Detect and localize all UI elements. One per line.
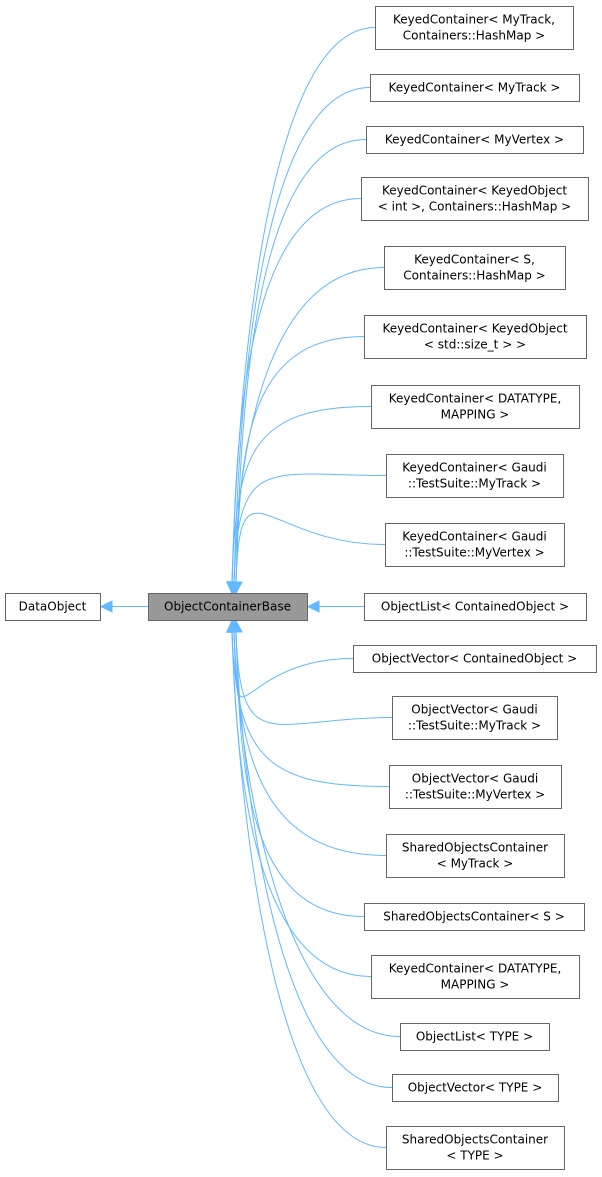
node-derived-5[interactable]: KeyedContainer< KeyedObject< std::size_t… (364, 315, 587, 359)
node-derived-0-box (375, 6, 574, 50)
node-derived-7[interactable]: KeyedContainer< Gaudi::TestSuite::MyTrac… (386, 454, 564, 498)
node-derived-11-label-line: ObjectVector< Gaudi (411, 703, 537, 717)
edge-derived-15-to-focus (231, 630, 372, 977)
edge-derived-5-to-focus (235, 336, 365, 584)
node-derived-12-label-line: ObjectVector< Gaudi (412, 772, 538, 786)
edge-derived-3-to-focus (231, 198, 362, 584)
edge-derived-14-to-focus (235, 630, 365, 917)
node-derived-4-box (384, 246, 566, 290)
node-derived-14[interactable]: SharedObjectsContainer< S > (364, 903, 585, 931)
node-derived-14-box (364, 903, 585, 931)
arrow-head-derived-18 (226, 619, 239, 633)
node-derived-3-box (361, 177, 589, 221)
node-derived-8-box (385, 523, 565, 567)
node-derived-13-label-line: SharedObjectsContainer (402, 841, 548, 855)
node-derived-6[interactable]: KeyedContainer< DATATYPE, MAPPING > (371, 385, 580, 429)
node-derived-9-label-line: ObjectList< ContainedObject > (381, 600, 569, 614)
node-derived-2[interactable]: KeyedContainer< MyVertex > (366, 126, 584, 154)
node-derived-16-label-line: ObjectList< TYPE > (416, 1030, 533, 1044)
node-derived-3-label-line: KeyedContainer< KeyedObject (382, 184, 567, 198)
edge-derived-10-to-focus (233, 630, 354, 698)
node-derived-8-label-line: KeyedContainer< Gaudi (402, 530, 546, 544)
node-derived-3-label-line: < int >, Containers::HashMap > (378, 200, 571, 214)
node-derived-4-label-line: Containers::HashMap > (403, 269, 545, 283)
node-derived-8[interactable]: KeyedContainer< Gaudi::TestSuite::MyVert… (385, 523, 565, 567)
node-derived-1[interactable]: KeyedContainer< MyTrack > (370, 74, 580, 102)
node-derived-17-label-line: ObjectVector< TYPE > (408, 1081, 543, 1095)
node-derived-11[interactable]: ObjectVector< Gaudi::TestSuite::MyTrack … (392, 696, 558, 740)
arrow-head-derived-8 (230, 581, 243, 595)
node-derived-1-label-line: KeyedContainer< MyTrack > (389, 81, 561, 95)
node-derived-6-label-line: KeyedContainer< DATATYPE, (389, 392, 562, 406)
node-derived-0[interactable]: KeyedContainer< MyTrack,Containers::Hash… (375, 6, 574, 50)
edge-derived-18-to-focus (231, 630, 387, 1148)
node-derived-11-box (392, 696, 558, 740)
edge-derived-7-to-focus (233, 473, 387, 584)
edge-derived-6-to-focus (231, 406, 372, 584)
node-derived-12-label-line: ::TestSuite::MyVertex > (405, 788, 545, 802)
node-derived-12-box (389, 765, 562, 809)
arrow-head-base (99, 600, 113, 613)
node-derived-13-label-line: < MyTrack > (437, 857, 514, 871)
node-derived-5-label-line: KeyedContainer< KeyedObject (382, 322, 567, 336)
node-derived-18[interactable]: SharedObjectsContainer < TYPE > (386, 1126, 565, 1170)
node-derived-10[interactable]: ObjectVector< ContainedObject > (353, 645, 597, 673)
node-dataobject-box (5, 593, 101, 621)
node-derived-7-label-line: ::TestSuite::MyTrack > (408, 477, 541, 491)
node-objectcontainerbase[interactable]: ObjectContainerBase (148, 593, 308, 621)
node-derived-15[interactable]: KeyedContainer< DATATYPE, MAPPING > (371, 955, 580, 999)
node-derived-10-box (353, 645, 597, 673)
edge-derived-16-to-focus (233, 630, 401, 1037)
node-derived-2-label-line: KeyedContainer< MyVertex > (385, 133, 564, 147)
node-derived-0-label-line: Containers::HashMap > (403, 29, 545, 43)
edge-derived-2-to-focus (235, 139, 367, 584)
edge-derived-17-to-focus (235, 630, 393, 1088)
edge-derived-12-to-focus (231, 630, 390, 787)
node-derived-9[interactable]: ObjectList< ContainedObject > (364, 593, 587, 621)
node-derived-7-box (386, 454, 564, 498)
node-derived-18-box (386, 1126, 565, 1170)
node-derived-15-label-line: MAPPING > (441, 978, 510, 992)
node-derived-17-box (392, 1074, 559, 1102)
node-derived-12[interactable]: ObjectVector< Gaudi::TestSuite::MyVertex… (389, 765, 562, 809)
node-dataobject[interactable]: DataObject (5, 593, 101, 621)
edge-derived-8-to-focus (235, 512, 386, 584)
node-derived-1-box (370, 74, 580, 102)
node-derived-6-label-line: MAPPING > (441, 408, 510, 422)
node-derived-14-label-line: SharedObjectsContainer< S > (383, 910, 565, 924)
node-derived-2-box (366, 126, 584, 154)
arrow-head-derived-9 (306, 600, 320, 613)
node-derived-8-label-line: ::TestSuite::MyVertex > (404, 546, 544, 560)
node-derived-5-box (364, 315, 587, 359)
node-derived-9-box (364, 593, 587, 621)
node-derived-13-box (386, 834, 565, 878)
node-derived-5-label-line: < std::size_t > > (424, 338, 526, 352)
node-derived-11-label-line: ::TestSuite::MyTrack > (408, 719, 541, 733)
node-derived-17[interactable]: ObjectVector< TYPE > (392, 1074, 559, 1102)
node-derived-4[interactable]: KeyedContainer< S,Containers::HashMap > (384, 246, 566, 290)
node-derived-13[interactable]: SharedObjectsContainer < MyTrack > (386, 834, 565, 878)
node-derived-18-label-line: SharedObjectsContainer (402, 1133, 548, 1147)
node-objectcontainerbase-label-line: ObjectContainerBase (164, 600, 291, 614)
node-derived-3[interactable]: KeyedContainer< KeyedObject < int >, Cont… (361, 177, 589, 221)
node-derived-6-box (371, 385, 580, 429)
node-dataobject-label-line: DataObject (19, 600, 87, 614)
edge-derived-11-to-focus (235, 630, 393, 725)
node-derived-16-box (400, 1023, 550, 1051)
node-derived-15-box (371, 955, 580, 999)
edge-derived-4-to-focus (233, 267, 385, 584)
node-derived-16[interactable]: ObjectList< TYPE > (400, 1023, 550, 1051)
node-derived-7-label-line: KeyedContainer< Gaudi (402, 461, 546, 475)
node-derived-4-label-line: KeyedContainer< S, (414, 253, 535, 267)
node-derived-15-label-line: KeyedContainer< DATATYPE, (389, 962, 562, 976)
inheritance-edges (99, 27, 401, 1148)
node-derived-18-label-line: < TYPE > (446, 1149, 503, 1163)
node-objectcontainerbase-box (148, 593, 308, 621)
node-derived-0-label-line: KeyedContainer< MyTrack, (393, 13, 555, 27)
node-derived-10-label-line: ObjectVector< ContainedObject > (372, 652, 577, 666)
